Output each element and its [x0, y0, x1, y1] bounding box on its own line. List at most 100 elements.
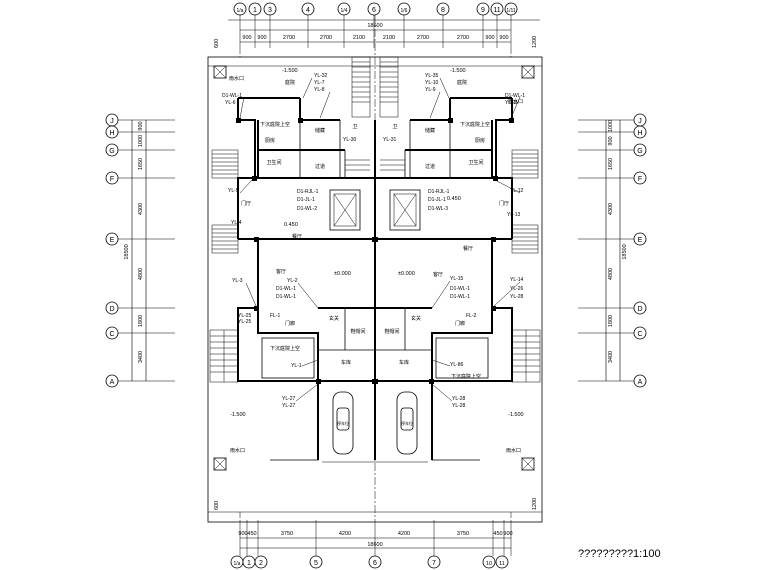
svg-text:11: 11: [493, 7, 500, 14]
dim-right: 4300: [608, 203, 614, 215]
tag: YL-1: [291, 363, 302, 369]
interior-walls: [258, 120, 492, 351]
tag: YL-5: [228, 188, 239, 194]
svg-text:H: H: [109, 130, 114, 137]
room-label: 厨房: [265, 137, 275, 144]
dim-right-total: 18500: [622, 244, 628, 259]
tag: YL-25: [238, 313, 252, 319]
stair-internal: [333, 159, 417, 227]
dim-top: 2100: [383, 35, 395, 41]
driveway: [270, 390, 480, 463]
tag: D1-WL-1: [276, 294, 296, 300]
grid-bubble-top: 6: [367, 2, 381, 16]
tag: D1-WL-1: [276, 286, 296, 292]
drain-label: 雨水口: [230, 447, 245, 454]
drain-label: 雨水口: [506, 447, 521, 454]
leader-lines: [239, 77, 521, 402]
car-icon: [332, 391, 418, 455]
dim-left-total: 18500: [124, 244, 130, 259]
room-label: 庭院: [457, 79, 467, 86]
room-label: 卫生间: [266, 159, 281, 166]
svg-text:D: D: [637, 306, 642, 313]
svg-text:F: F: [638, 176, 642, 183]
tag: YL-28: [510, 294, 524, 300]
svg-text:10: 10: [486, 561, 492, 567]
tag: YL-7: [314, 80, 325, 86]
room-label: 下沉庭院上空: [270, 345, 300, 352]
dim-bottom: 4200: [398, 531, 410, 537]
room-label: 过道: [425, 163, 435, 170]
grid-bubble-top: 1/6: [397, 2, 411, 16]
dim-top: 2700: [457, 35, 469, 41]
level-mark: -1.500: [230, 412, 246, 418]
tag: YL-10: [425, 80, 439, 86]
grid-bubble-top: 1/4: [337, 2, 351, 16]
dim-bottom-total: 18600: [367, 542, 382, 548]
room-label: 储藏: [425, 127, 435, 134]
grid-bubble-left: D: [105, 301, 119, 315]
level-mark: -1.500: [450, 68, 466, 74]
dim-bottom: 3750: [457, 531, 469, 537]
svg-text:J: J: [110, 118, 114, 125]
room-label: 厨房: [475, 137, 485, 144]
svg-text:H: H: [637, 130, 642, 137]
room-label: 鞋帽间: [384, 328, 399, 335]
grid-bubble-right: D: [633, 301, 647, 315]
svg-text:9: 9: [481, 7, 485, 14]
dim-bottom: 450: [247, 531, 256, 537]
svg-text:1: 1: [253, 7, 257, 14]
grid-bubble-left: F: [105, 171, 119, 185]
drain-icon: [213, 65, 535, 471]
tag: D1-WL-1: [222, 93, 242, 99]
grid-bubble-bottom: 7: [427, 555, 441, 569]
room-label: 门廊: [285, 320, 295, 327]
svg-text:E: E: [110, 237, 115, 244]
room-label: 下沉庭院上空: [260, 121, 290, 128]
svg-text:F: F: [110, 176, 114, 183]
svg-text:C: C: [109, 331, 114, 338]
grid-bubble-right: C: [633, 326, 647, 340]
dim-bottom: 4200: [339, 531, 351, 537]
dim-top: 2700: [283, 35, 295, 41]
svg-text:1/4: 1/4: [341, 8, 348, 14]
dim-bottom: 450: [493, 531, 502, 537]
level-mark: ±0.000: [398, 271, 415, 277]
dim-left: 900: [138, 121, 144, 130]
level-mark: -1.500: [508, 412, 524, 418]
room-label: 卫生间: [468, 159, 483, 166]
room-label: 门厅: [241, 200, 251, 207]
tag: YL-14: [510, 277, 524, 283]
side-dim: 600: [214, 501, 220, 510]
dim-top: 2700: [417, 35, 429, 41]
svg-text:J: J: [638, 118, 642, 125]
grid-bubble-top: 9: [476, 2, 490, 16]
svg-text:D: D: [109, 306, 114, 313]
room-label: 停车位: [401, 420, 413, 426]
tag: D1-WL-1: [505, 93, 525, 99]
tag: FL-2: [466, 313, 477, 319]
grid-bubble-right: H: [633, 125, 647, 139]
room-label: 储藏: [315, 127, 325, 134]
tag: D1-WL-3: [428, 206, 448, 212]
grid-bubble-bottom: 10: [482, 555, 496, 569]
dim-right: 900: [608, 136, 614, 145]
dim-top: 900: [242, 35, 251, 41]
dim-top: 2700: [320, 35, 332, 41]
svg-text:1/6: 1/6: [401, 8, 408, 14]
tag: D1-WL-2: [297, 206, 317, 212]
room-label: 下沉庭院上空: [460, 121, 490, 128]
tag: FL-1: [270, 313, 281, 319]
tag: YL-31: [383, 137, 397, 143]
svg-text:6: 6: [372, 7, 376, 14]
dim-top: 900: [257, 35, 266, 41]
svg-text:G: G: [637, 148, 642, 155]
room-label: 餐厅: [292, 233, 302, 240]
svg-text:1/11: 1/11: [506, 8, 516, 14]
dim-bottom: 900: [238, 531, 247, 537]
grid-bubble-bottom: 11: [495, 555, 509, 569]
tag: YL-27: [282, 396, 296, 402]
room-label: 玄关: [411, 315, 421, 322]
tag: D1-WL-1: [450, 286, 470, 292]
tag: YL-32: [314, 73, 328, 79]
level-mark: 0.450: [284, 222, 298, 228]
